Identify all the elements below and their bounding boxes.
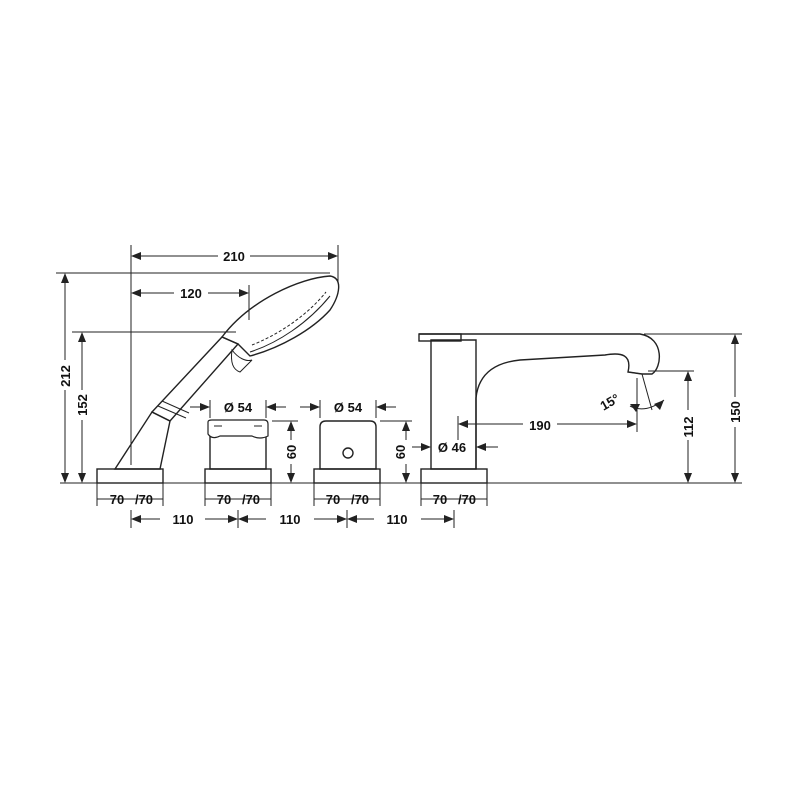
dim-text-112: 112 <box>681 417 696 438</box>
dim-text-valve2-height: 60 <box>393 445 408 459</box>
dim-spacing: 110 110 110 <box>130 510 455 528</box>
dim-text-190: 190 <box>529 418 551 433</box>
handshower-head <box>220 275 340 357</box>
dim-210: 210 <box>130 245 339 465</box>
dim-valve1-diameter: Ø 54 <box>190 400 286 418</box>
valve-2 <box>313 420 381 484</box>
valve-1 <box>204 419 272 484</box>
dim-text-210: 210 <box>223 249 245 264</box>
handshower-holder-base <box>96 468 164 484</box>
dim-150: 150 <box>644 333 744 483</box>
handshower-handle <box>113 411 171 470</box>
dim-text-base-d-right: /70 <box>458 492 476 507</box>
dim-text-base-c-left: 70 <box>326 492 340 507</box>
dim-text-base-a-right: /70 <box>135 492 153 507</box>
dim-120: 120 <box>131 284 250 320</box>
dim-text-spacing-2: 110 <box>280 512 301 527</box>
dim-text-base-b-right: /70 <box>242 492 260 507</box>
dim-text-spout-diameter: Ø 46 <box>438 440 466 455</box>
dim-spout-diameter: Ø 46 <box>412 440 498 455</box>
dim-text-152: 152 <box>75 394 90 416</box>
dim-text-15-degree: 15° <box>597 391 622 414</box>
dim-text-base-a-left: 70 <box>110 492 124 507</box>
dim-base-widths: 70 /70 70 /70 70 /70 70 /70 <box>96 483 488 507</box>
dim-15-degree: 15° <box>597 373 665 414</box>
dim-text-base-b-left: 70 <box>217 492 231 507</box>
dim-112: 112 <box>648 370 697 483</box>
dim-text-base-c-right: /70 <box>351 492 369 507</box>
dim-text-spacing-1: 110 <box>173 512 194 527</box>
dim-text-spacing-3: 110 <box>387 512 408 527</box>
hand-shower <box>96 275 340 484</box>
dim-valve1-height: 60 <box>272 420 300 483</box>
dim-valve2-height: 60 <box>380 420 412 483</box>
dim-text-212: 212 <box>58 365 73 387</box>
dim-190: 190 <box>457 378 638 440</box>
dim-text-valve1-diameter: Ø 54 <box>224 400 253 415</box>
dim-text-valve1-height: 60 <box>284 445 299 459</box>
dim-text-base-d-left: 70 <box>433 492 447 507</box>
bath-spout <box>418 333 661 484</box>
dim-152: 152 <box>72 331 236 483</box>
dim-text-150: 150 <box>728 401 743 423</box>
dim-text-valve2-diameter: Ø 54 <box>334 400 363 415</box>
dim-212: 212 <box>56 272 330 483</box>
dim-text-120: 120 <box>180 286 202 301</box>
dim-valve2-diameter: Ø 54 <box>300 400 396 418</box>
